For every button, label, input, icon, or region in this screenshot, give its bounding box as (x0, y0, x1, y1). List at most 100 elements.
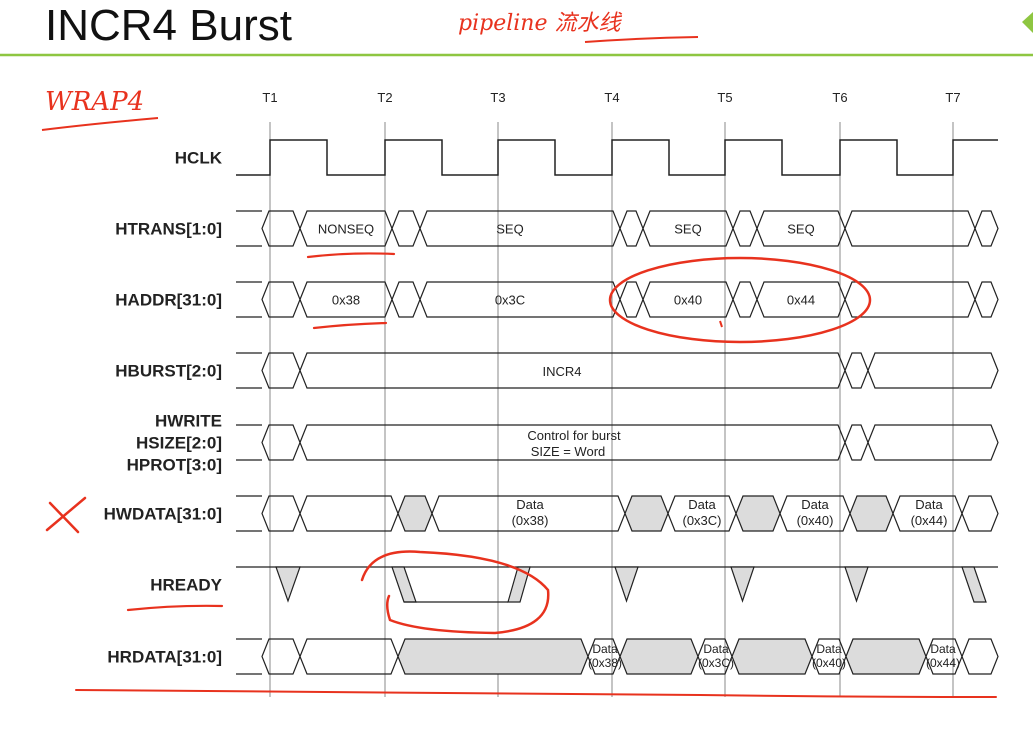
haddr-value: 0x40 (674, 293, 702, 308)
hclk-waveform (236, 139, 998, 176)
htrans-idle-segment (261, 210, 301, 247)
hwdata-value-address: (0x40) (797, 513, 834, 528)
hrdata-invalid-segment (619, 638, 699, 675)
hburst-value: INCR4 (542, 364, 581, 379)
control-idle-segment (844, 424, 869, 461)
htrans-idle-segment (732, 210, 758, 247)
hburst-idle-segment (844, 352, 869, 389)
corner-diamond-icon (1022, 12, 1033, 33)
signal-name-htrans: HTRANS[1:0] (115, 220, 222, 239)
signal-name-control: HWRITE (155, 412, 222, 431)
hready-rising-edge (507, 566, 531, 603)
hrdata-invalid-segment (845, 638, 927, 675)
hrdata-value-address: (0x38) (588, 656, 622, 670)
haddr-idle-segment (261, 281, 301, 318)
hready-underline-mark (126, 604, 224, 612)
address-circle-mark (608, 256, 872, 344)
time-label: T3 (490, 90, 505, 105)
htrans-idle-segment (844, 210, 976, 247)
pipeline-note-underline (584, 36, 699, 43)
htrans-segment (974, 210, 999, 247)
signal-name-control: HSIZE[2:0] (136, 434, 222, 453)
time-label: T6 (832, 90, 847, 105)
hrdata-value-label: Data (592, 642, 618, 656)
handwritten-markup (45, 252, 997, 698)
bottom-underline-mark (75, 689, 997, 698)
hwdata-cross-mark (45, 496, 87, 534)
hwdata-value-label: Data (516, 497, 544, 512)
hrdata-value-label: Data (703, 642, 729, 656)
hready-undriven-pulse (275, 566, 301, 603)
signal-name-control: HPROT[3:0] (127, 456, 222, 475)
hwdata-segment (299, 495, 399, 532)
time-label: T7 (945, 90, 960, 105)
signal-name-hburst: HBURST[2:0] (115, 362, 222, 381)
htrans-value: SEQ (496, 222, 523, 237)
nonseq-underline-mark (306, 252, 396, 259)
htrans-value: SEQ (674, 222, 701, 237)
wrap4-handwritten-note: WRAP4 (45, 87, 144, 117)
hwdata-invalid-segment (397, 495, 433, 532)
signal-name-hwdata: HWDATA[31:0] (104, 505, 222, 524)
signal-name-hclk: HCLK (175, 149, 223, 168)
hwdata-value-address: (0x44) (911, 513, 948, 528)
haddr-idle-segment (391, 281, 421, 318)
control-text-line2: SIZE = Word (531, 444, 606, 459)
hrdata-value-address: (0x3C) (698, 656, 734, 670)
hrdata-value-address: (0x44) (926, 656, 960, 670)
hready-undriven-pulse (730, 566, 755, 603)
hwdata-value-label: Data (801, 497, 829, 512)
addr-underline-mark (312, 321, 388, 330)
address-tick-mark (719, 320, 723, 328)
wrap4-note-underline (41, 117, 159, 131)
haddr-segment (974, 281, 999, 318)
haddr-idle-segment (844, 281, 976, 318)
hrdata-value-label: Data (816, 642, 842, 656)
haddr-value: 0x44 (787, 293, 815, 308)
hrdata-value-address: (0x40) (812, 656, 846, 670)
haddr-idle-segment (732, 281, 758, 318)
hready-falling-edge (961, 566, 987, 603)
hwdata-value-label: Data (688, 497, 716, 512)
hwdata-value-label: Data (915, 497, 943, 512)
signal-name-hrdata: HRDATA[31:0] (107, 648, 222, 667)
hrdata-invalid-segment (731, 638, 813, 675)
htrans-idle-segment (619, 210, 644, 247)
haddr-value: 0x38 (332, 293, 360, 308)
htrans-value: SEQ (787, 222, 814, 237)
hrdata-segment (961, 638, 999, 675)
hwdata-value-address: (0x3C) (682, 513, 721, 528)
hrdata-value-label: Data (930, 642, 956, 656)
hwdata-idle-segment (261, 495, 301, 532)
time-label: T2 (377, 90, 392, 105)
signal-name-haddr: HADDR[31:0] (115, 291, 222, 310)
htrans-idle-segment (391, 210, 421, 247)
hwdata-segment (961, 495, 999, 532)
haddr-value: 0x3C (495, 293, 525, 308)
hrdata-invalid-segment (397, 638, 589, 675)
time-label: T4 (604, 90, 619, 105)
pipeline-handwritten-note: pipeline 流水线 (458, 11, 622, 36)
hrdata-segment (299, 638, 399, 675)
htrans-value: NONSEQ (318, 222, 374, 237)
hrdata-idle-segment (261, 638, 301, 675)
control-idle-segment (261, 424, 301, 461)
haddr-idle-segment (619, 281, 644, 318)
hwdata-invalid-segment (849, 495, 894, 532)
hready-undriven-pulse (614, 566, 639, 603)
hready-wait-circle-mark (360, 550, 550, 635)
hburst-idle-segment (261, 352, 301, 389)
time-label: T5 (717, 90, 732, 105)
hready-undriven-pulse (844, 566, 869, 603)
control-segment (867, 424, 999, 461)
time-label: T1 (262, 90, 277, 105)
control-text-line1: Control for burst (527, 428, 621, 443)
hwdata-invalid-segment (735, 495, 781, 532)
signal-name-hready: HREADY (150, 576, 222, 595)
hwdata-value-address: (0x38) (512, 513, 549, 528)
hready-falling-edge (391, 566, 417, 603)
hwdata-invalid-segment (624, 495, 669, 532)
slide-title: INCR4 Burst (45, 1, 292, 50)
